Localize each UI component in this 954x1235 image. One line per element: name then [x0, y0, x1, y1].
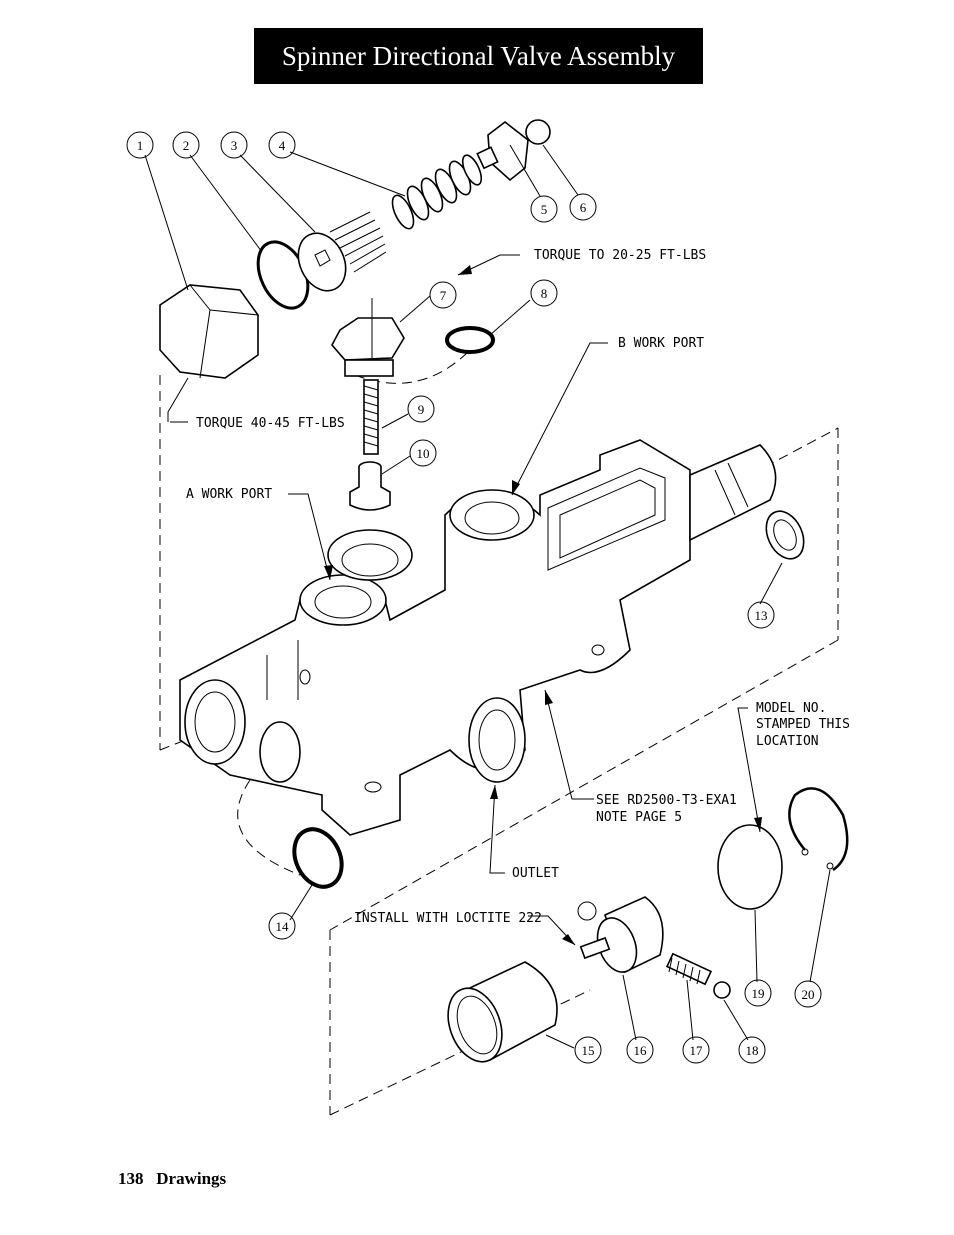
threaded-cap-part-3 — [297, 211, 387, 292]
svg-text:19: 19 — [752, 986, 765, 1001]
callout-19: 19 — [744, 979, 772, 1007]
spring-part-4 — [391, 154, 483, 230]
callout-8: 8 — [530, 279, 558, 307]
callout-2: 2 — [172, 131, 200, 159]
valve-body — [179, 439, 691, 836]
callout-20: 20 — [794, 980, 822, 1008]
svg-text:15: 15 — [582, 1043, 595, 1058]
callout-1: 1 — [126, 131, 154, 159]
note-loctite: INSTALL WITH LOCTITE 222 — [354, 911, 542, 926]
callout-14: 14 — [268, 912, 296, 940]
note-model-3: LOCATION — [756, 734, 819, 749]
page-number: 138 — [118, 1169, 144, 1188]
hex-plug-part-1 — [159, 284, 259, 379]
svg-text:17: 17 — [690, 1043, 704, 1058]
svg-text:1: 1 — [137, 138, 144, 153]
svg-text:20: 20 — [802, 987, 815, 1002]
callout-13: 13 — [747, 601, 775, 629]
spool-end — [689, 444, 777, 542]
page-footer: 138 Drawings — [118, 1169, 226, 1189]
svg-text:9: 9 — [418, 402, 425, 417]
callout-7: 7 — [429, 281, 457, 309]
snap-ring-part-20 — [788, 787, 849, 872]
o-ring-part-14 — [292, 827, 344, 889]
spring-part-17 — [665, 952, 713, 986]
note-see-ref-1: SEE RD2500-T3-EXA1 — [596, 793, 737, 808]
svg-text:16: 16 — [634, 1043, 648, 1058]
note-a-work-port: A WORK PORT — [186, 487, 272, 502]
o-ring-part-8 — [445, 326, 495, 354]
section-name: Drawings — [156, 1169, 227, 1188]
callout-17: 17 — [682, 1036, 710, 1064]
ball-part-18 — [713, 981, 731, 999]
svg-text:5: 5 — [541, 202, 548, 217]
callout-15: 15 — [574, 1036, 602, 1064]
note-see-ref-2: NOTE PAGE 5 — [596, 810, 682, 825]
svg-text:3: 3 — [231, 138, 238, 153]
leader-lines — [144, 144, 831, 1049]
callout-10: 10 — [409, 439, 437, 467]
svg-text:2: 2 — [183, 138, 190, 153]
note-b-work-port: B WORK PORT — [618, 336, 704, 351]
plug-nut-part-7 — [331, 298, 405, 377]
note-torque-plug: TORQUE 40-45 FT-LBS — [196, 416, 345, 431]
note-outlet: OUTLET — [512, 866, 559, 881]
callout-4: 4 — [268, 131, 296, 159]
svg-text:13: 13 — [755, 608, 768, 623]
poppet-part-5 — [476, 120, 529, 182]
notes: TORQUE 40-45 FT-LBS TORQUE TO 20-25 FT-L… — [186, 248, 850, 926]
adjuster-part-16 — [577, 896, 664, 974]
callout-6: 6 — [569, 193, 597, 221]
spring-part-9 — [363, 379, 379, 455]
callout-3: 3 — [220, 131, 248, 159]
svg-text:8: 8 — [541, 286, 548, 301]
callout-16: 16 — [626, 1036, 654, 1064]
callouts: 1 2 3 4 5 6 7 8 9 10 13 14 15 16 17 18 1… — [126, 131, 822, 1064]
callout-5: 5 — [530, 195, 558, 223]
svg-text:7: 7 — [440, 288, 447, 303]
seal-part-13 — [765, 510, 805, 560]
svg-text:14: 14 — [276, 919, 290, 934]
svg-text:18: 18 — [746, 1043, 759, 1058]
note-torque-cap: TORQUE TO 20-25 FT-LBS — [534, 248, 706, 263]
svg-text:10: 10 — [417, 446, 430, 461]
svg-text:6: 6 — [580, 200, 587, 215]
sleeve-part-15 — [447, 961, 558, 1063]
piston-part-10 — [349, 461, 391, 511]
note-model-2: STAMPED THIS — [756, 717, 850, 732]
callout-18: 18 — [738, 1036, 766, 1064]
page-title: Spinner Directional Valve Assembly — [254, 28, 703, 84]
callout-9: 9 — [407, 395, 435, 423]
note-model-1: MODEL NO. — [756, 701, 826, 716]
svg-text:4: 4 — [279, 138, 286, 153]
ball-part-6 — [525, 119, 551, 145]
cap-disc-part-19 — [717, 824, 783, 910]
